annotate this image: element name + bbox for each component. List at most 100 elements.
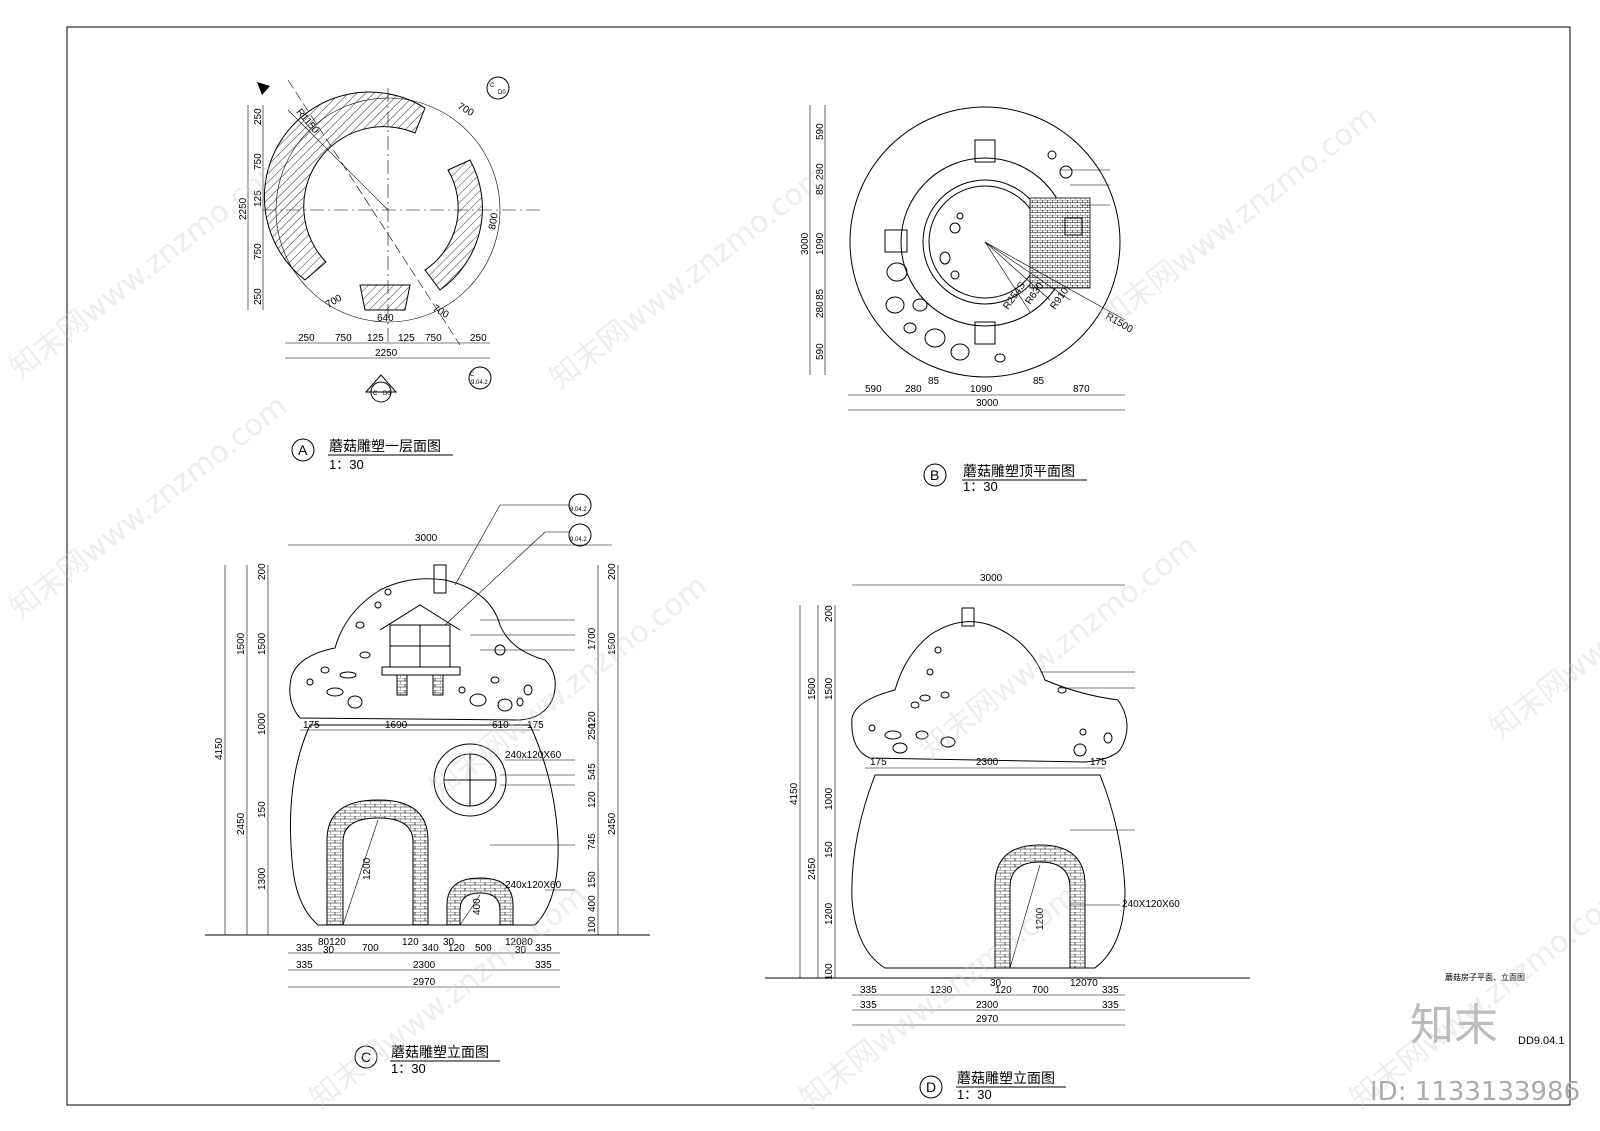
- c-left-in-4: 1300: [257, 867, 268, 890]
- a-letter: A: [298, 442, 308, 458]
- a-arc-700-br: 700: [431, 303, 451, 321]
- d-door-h: 1200: [1035, 907, 1046, 930]
- c-right-5: 545: [587, 763, 598, 780]
- a-section-marker-bottom: C D0: [364, 374, 398, 403]
- b-chimney-area: [1029, 197, 1091, 289]
- c-b1-9: 335: [535, 943, 552, 954]
- c-b1b-1: 30: [515, 945, 527, 956]
- a-arc-800: 800: [487, 212, 501, 231]
- d-top-dim: 3000: [980, 573, 1003, 584]
- c-right-7: 2450: [607, 812, 618, 835]
- c-b3: 2970: [413, 977, 436, 988]
- c-b1-1: 80120: [318, 937, 346, 948]
- b-letter: B: [930, 467, 939, 483]
- svg-text:9.04.2: 9.04.2: [471, 380, 488, 386]
- svg-text:知末网www.znzmo.com: 知末网www.znzmo.com: [423, 568, 714, 806]
- c-body: [290, 724, 559, 926]
- a-dim-640: 640: [377, 313, 394, 324]
- a-dim-l1: 750: [253, 153, 264, 170]
- c-door-small: 400: [472, 898, 483, 915]
- b-dim-ltotal: 3000: [800, 232, 811, 255]
- b-window-left: [884, 229, 908, 253]
- c-b1-5: 340: [422, 943, 439, 954]
- d-left-in-3: 150: [824, 841, 835, 858]
- svg-text:9.04.2: 9.04.2: [570, 507, 587, 513]
- b-dim-b4: 85: [1033, 376, 1045, 387]
- d-b1-4: 700: [1032, 985, 1049, 996]
- a-arrow-topleft: [257, 82, 270, 95]
- c-right-11: 100: [587, 916, 598, 933]
- d-brick-label: 240X120X60: [1122, 899, 1180, 910]
- c-b1-3: 120: [402, 937, 419, 948]
- a-dim-b3: 125: [398, 333, 415, 344]
- a-dim-b0: 250: [298, 333, 315, 344]
- d-b3: 2970: [976, 1014, 999, 1025]
- a-scale: 1：30: [329, 457, 364, 472]
- d-door-arch: [994, 844, 1086, 969]
- c-right-1: 1700: [587, 627, 598, 650]
- d-letter: D: [926, 1079, 936, 1095]
- a-dim-b4: 750: [425, 333, 442, 344]
- d-mid-2: 175: [1090, 757, 1107, 768]
- d-b1-3: 120: [995, 985, 1012, 996]
- c-section-ref-1: 9.04.2: [568, 493, 592, 517]
- c-right-0: 200: [607, 563, 618, 580]
- d-body: [851, 774, 1126, 969]
- a-dim-b5: 250: [470, 333, 487, 344]
- b-dim-b2: 85: [928, 376, 940, 387]
- c-b1-2: 700: [362, 943, 379, 954]
- a-section-marker-top: C D0: [486, 76, 510, 100]
- plan-b: R254S R630 R910 R1500 590 280 85 1090 85…: [800, 105, 1135, 494]
- svg-text:知末网www.znzmo.com: 知末网www.znzmo.com: [1483, 508, 1600, 746]
- c-title: 蘑菇雕塑立面图: [391, 1044, 489, 1060]
- b-scale: 1：30: [963, 479, 998, 494]
- c-b1-4: 30: [443, 937, 455, 948]
- svg-text:知末网www.znzmo.com: 知末网www.znzmo.com: [543, 158, 834, 396]
- c-small-door-arch: [446, 877, 514, 926]
- a-dim-ltotal: 2250: [238, 197, 249, 220]
- c-left-in-0: 200: [257, 563, 268, 580]
- c-section-ref-2: 9.04.2: [568, 523, 592, 547]
- c-left-in-2: 1000: [257, 712, 268, 735]
- c-mid-0: 175: [303, 720, 320, 731]
- elevation-c: 1200 400 240x120X60 240x120X60 3000 175 …: [205, 493, 650, 1076]
- a-section-marker-br: C 9.04.2: [468, 366, 492, 390]
- a-title: 蘑菇雕塑一层面图: [329, 438, 441, 454]
- c-mid-1: 1690: [385, 720, 408, 731]
- c-right-6: 120: [587, 791, 598, 808]
- c-door-h: 1200: [362, 857, 373, 880]
- b-dim-l0: 590: [815, 123, 826, 140]
- b-window-bottom: [974, 321, 996, 345]
- brand-logo: 知末: [1410, 1000, 1498, 1051]
- c-scale: 1：30: [391, 1061, 426, 1076]
- c-dormer-window: [379, 604, 461, 696]
- a-dim-l0: 250: [253, 108, 264, 125]
- d-b1-5: 12070: [1070, 978, 1098, 989]
- c-b1-6: 120: [448, 943, 465, 954]
- a-dim-l5: 250: [253, 288, 264, 305]
- c-right-8: 745: [587, 833, 598, 850]
- c-b1-8: 12080: [505, 937, 533, 948]
- wall-arc-right: [424, 159, 483, 291]
- d-left-outer: 4150: [789, 782, 800, 805]
- d-b1-0: 335: [860, 985, 877, 996]
- d-b1-6: 335: [1102, 985, 1119, 996]
- c-round-window: [433, 743, 507, 817]
- b-dim-b1: 280: [905, 384, 922, 395]
- a-dim-l2: 125: [253, 190, 264, 207]
- svg-text:C: C: [373, 391, 378, 397]
- c-left-outer: 4150: [214, 737, 225, 760]
- c-right-9: 150: [587, 871, 598, 888]
- d-left-in-2: 1000: [824, 787, 835, 810]
- b-dim-b3: 1090: [970, 384, 993, 395]
- wall-block-bottom: [359, 284, 411, 311]
- d-left-in-5: 100: [824, 963, 835, 980]
- svg-text:知末网www.znzmo.com: 知末网www.znzmo.com: [3, 148, 294, 386]
- b-r-0: R254S: [1001, 280, 1028, 312]
- c-main-door-arch: [326, 799, 429, 926]
- c-left-in-3: 150: [257, 801, 268, 818]
- a-arc-700-top: 700: [456, 101, 476, 119]
- svg-text:D0: D0: [498, 90, 506, 96]
- b-dim-b5: 870: [1073, 384, 1090, 395]
